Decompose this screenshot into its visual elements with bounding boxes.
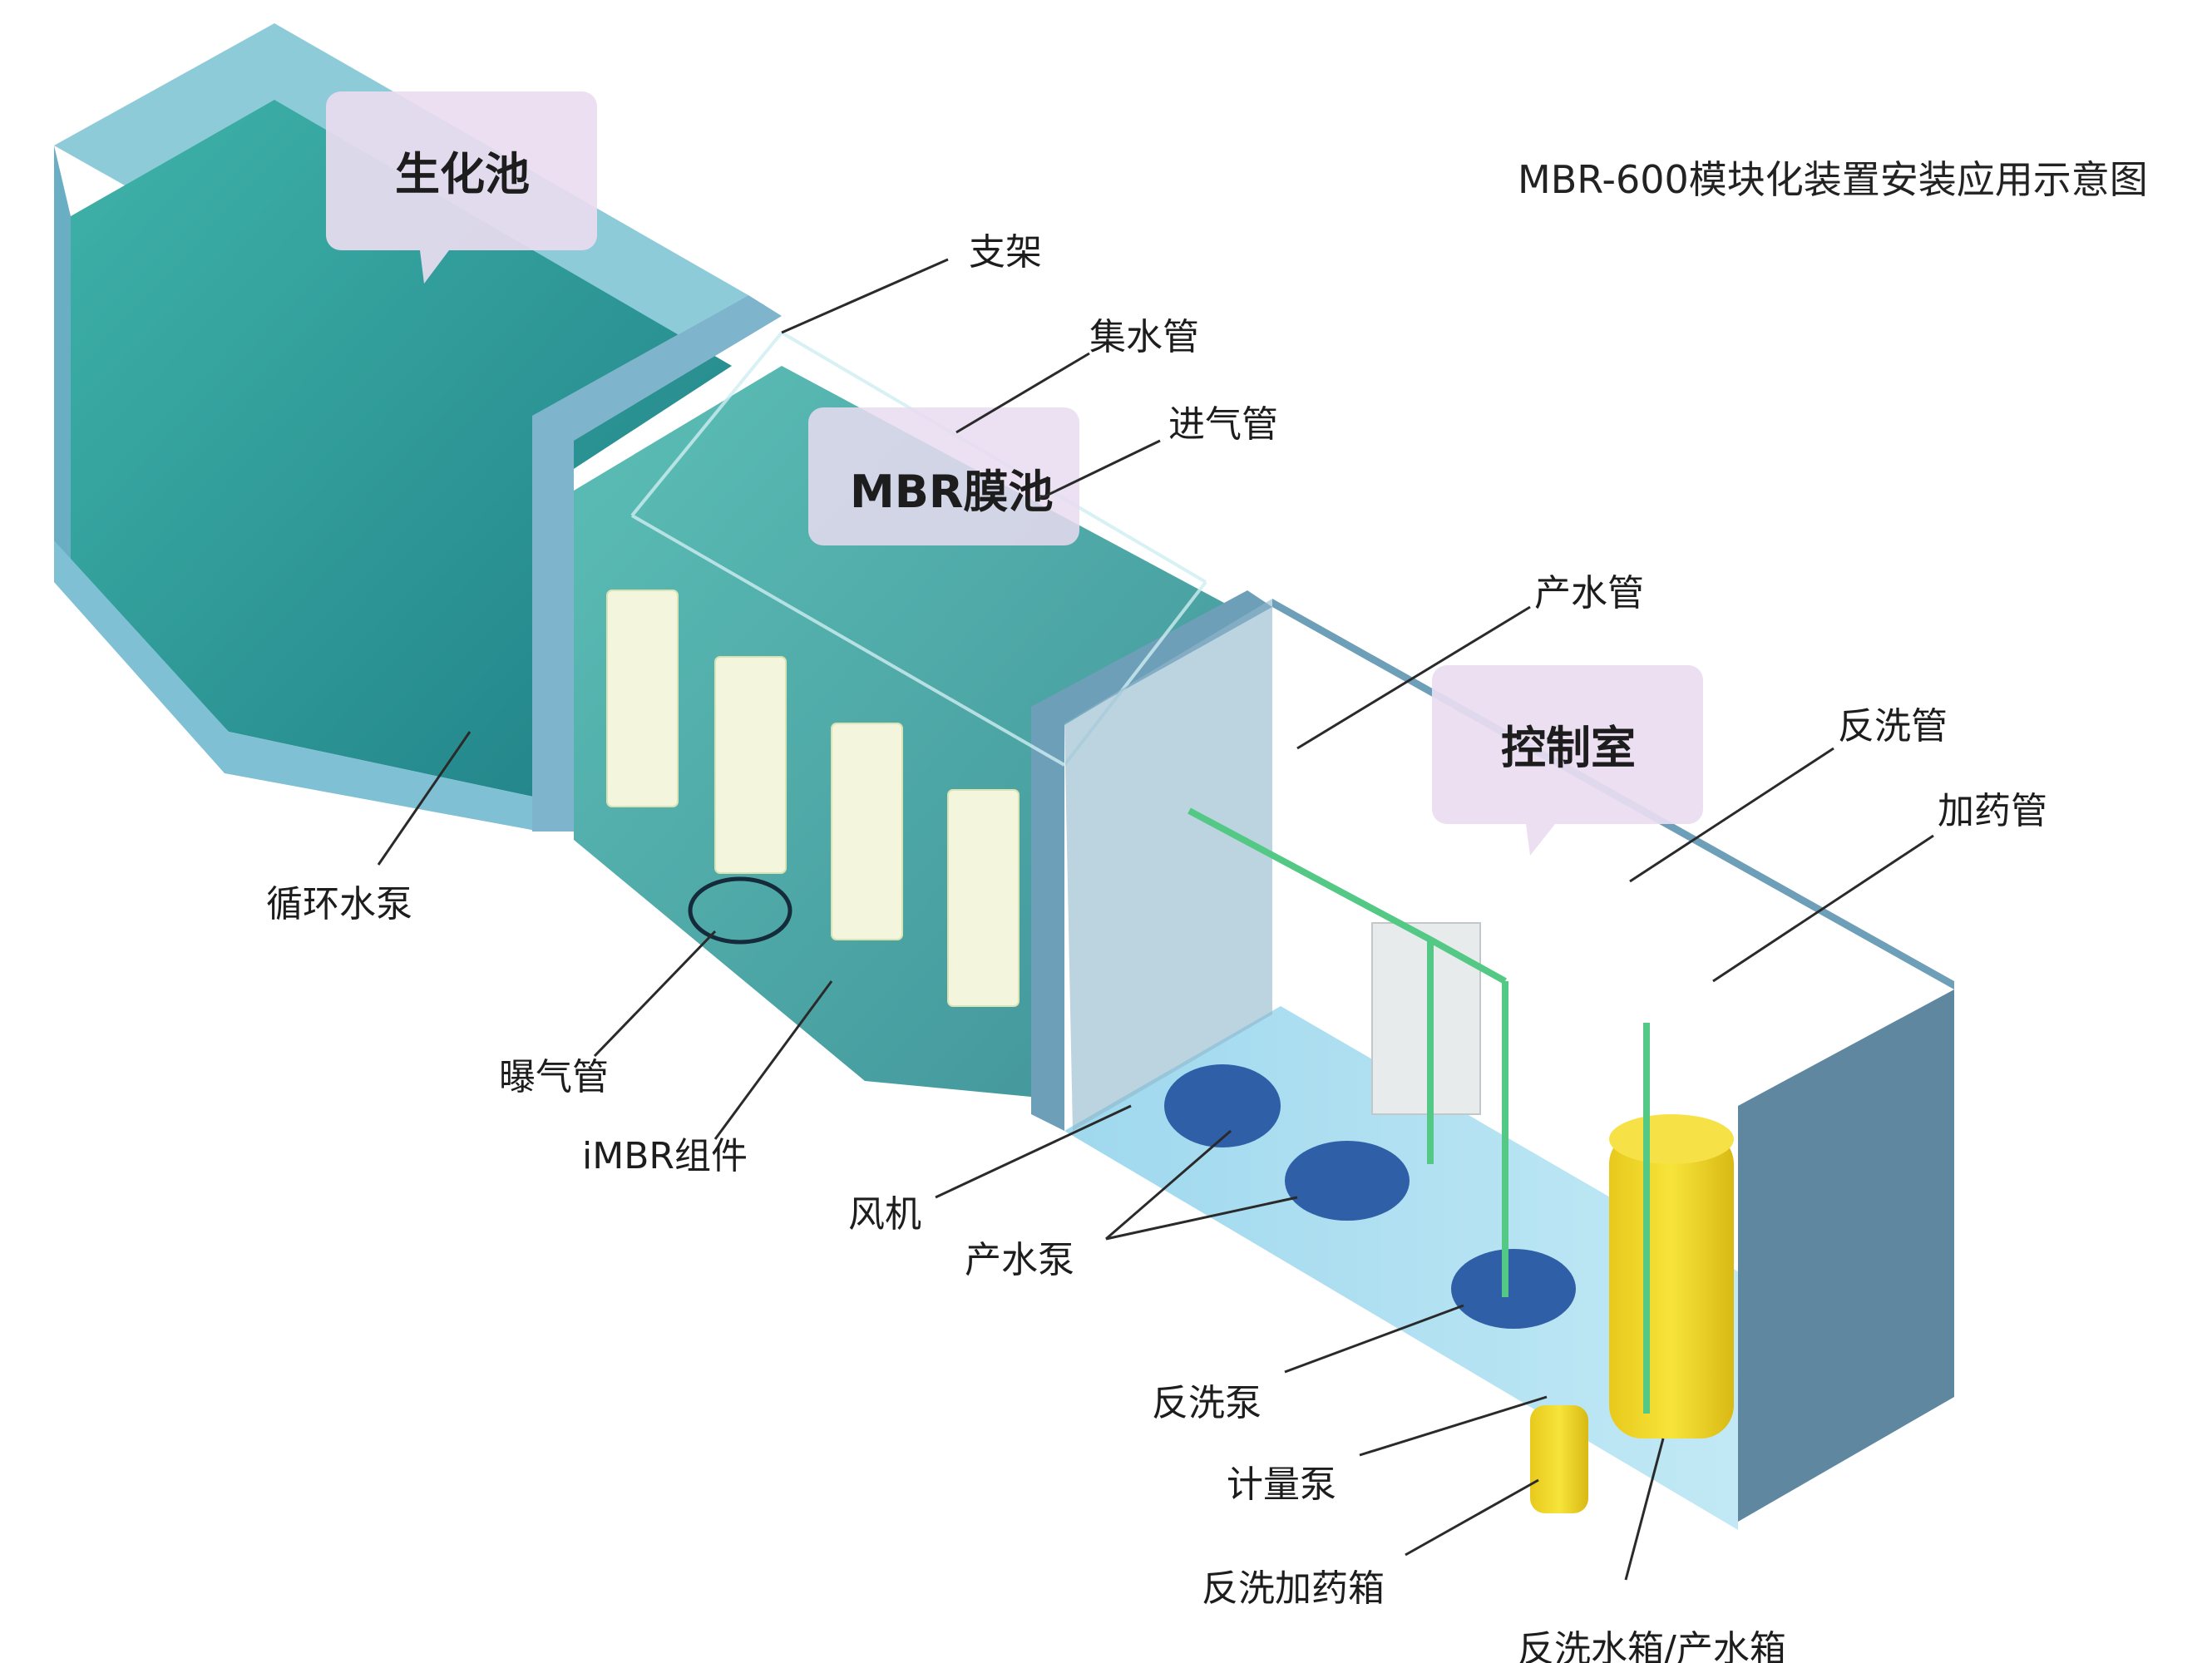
- label-backwash-dosing-tank: 反洗加药箱: [1202, 1567, 1385, 1610]
- control-room-side-wall: [1064, 599, 1272, 1131]
- backwash-pump-unit: [1451, 1249, 1576, 1329]
- label-backwash-product-tank: 反洗水箱/产水箱: [1518, 1628, 1786, 1663]
- bubble-bio-tank-text: 生化池: [395, 148, 530, 200]
- bubble-control-room: 控制室: [1432, 665, 1703, 856]
- bubble-mbr-tank: MBR膜池: [808, 407, 1079, 545]
- bio-tank-left-wall: [54, 146, 71, 582]
- blower-unit: [1164, 1064, 1281, 1147]
- label-support: 支架: [969, 231, 1042, 274]
- bio-tank-water: [71, 100, 732, 798]
- leader-lines: [377, 258, 1934, 1581]
- label-product-pipe: 产水管: [1534, 572, 1644, 614]
- label-dosing-pipe: 加药管: [1938, 790, 2047, 832]
- control-room-pipes: [1187, 807, 1650, 1414]
- label-product-pump: 产水泵: [965, 1239, 1074, 1281]
- imbr-modules: [606, 590, 1020, 1007]
- bio-tank-floor-slope: [54, 540, 541, 832]
- aeration-highlight-ring: [688, 876, 792, 945]
- label-backwash-pipe: 反洗管: [1838, 705, 1948, 748]
- bubble-control-room-text: 控制室: [1501, 722, 1636, 774]
- control-room-end-wall: [1738, 989, 1954, 1522]
- label-collector-pipe: 集水管: [1089, 316, 1199, 358]
- label-imbr-module: iMBR组件: [582, 1135, 748, 1177]
- bubble-bio-tank: 生化池: [326, 91, 597, 284]
- backwash-product-tank-top: [1609, 1114, 1734, 1164]
- labels: 支架 集水管 进气管 产水管 反洗管 加药管 循环水泵 曝气管 iMBR组件 风…: [266, 231, 2047, 1663]
- mbr-tank-divider-wall: [532, 295, 782, 832]
- product-pump-unit: [1285, 1141, 1410, 1221]
- label-air-inlet-pipe: 进气管: [1168, 403, 1278, 446]
- diagram-title: MBR-600模块化装置安装应用示意图: [1518, 157, 2148, 202]
- mbr-tank-water: [574, 366, 1247, 1098]
- backwash-dosing-tank: [1530, 1405, 1588, 1513]
- label-backwash-pump: 反洗泵: [1152, 1382, 1262, 1424]
- backwash-product-tank: [1609, 1131, 1734, 1438]
- label-metering-pump: 计量泵: [1227, 1463, 1336, 1506]
- label-circulation-pump: 循环水泵: [266, 883, 412, 925]
- label-blower: 风机: [848, 1193, 921, 1236]
- mbr-tank-front-wall: [1031, 590, 1272, 1131]
- label-aeration-pipe: 曝气管: [499, 1056, 609, 1098]
- bubble-mbr-tank-text: MBR膜池: [850, 466, 1053, 518]
- control-cabinet: [1371, 922, 1481, 1115]
